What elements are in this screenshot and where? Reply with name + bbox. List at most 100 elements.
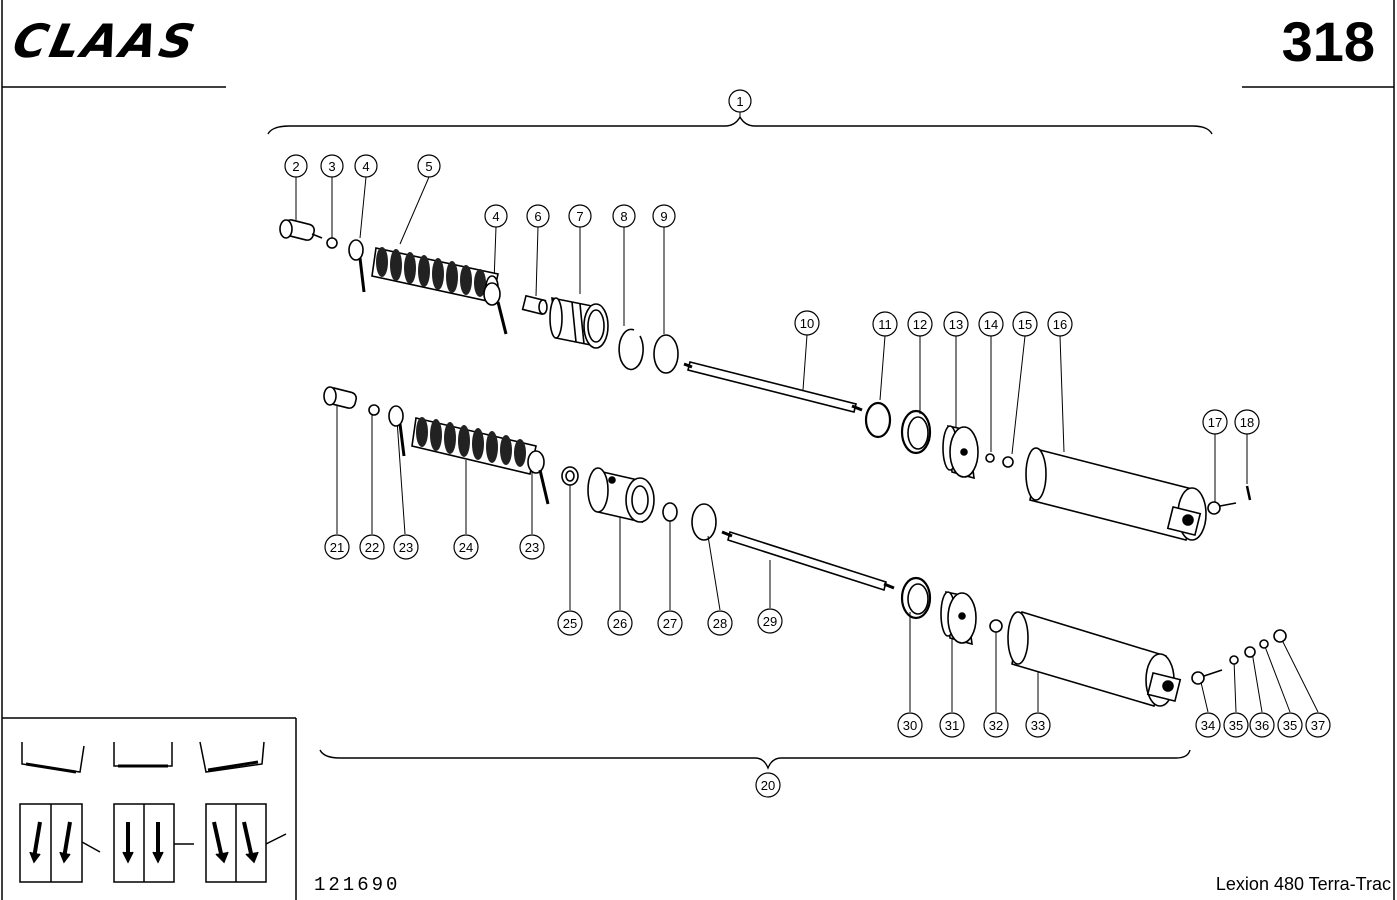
callout-28: 28 [707, 610, 733, 636]
top-assembly-parts [279, 219, 1252, 541]
callout-37: 37 [1305, 712, 1331, 738]
callout-25: 25 [557, 610, 583, 636]
svg-text:5: 5 [425, 159, 432, 174]
part-piston [940, 591, 977, 646]
callout-17: 17 [1202, 409, 1228, 435]
callout-8: 8 [612, 204, 636, 228]
orientation-legend [19, 741, 287, 883]
svg-text:18: 18 [1240, 415, 1254, 430]
model-name: Lexion 480 Terra-Trac [1215, 874, 1391, 894]
part-clip [483, 282, 508, 335]
callout-3: 3 [320, 154, 344, 178]
svg-text:30: 30 [903, 718, 917, 733]
callout-33: 33 [1025, 712, 1051, 738]
callout-31: 31 [939, 712, 965, 738]
part-washer [985, 453, 995, 463]
svg-text:17: 17 [1208, 415, 1222, 430]
svg-text:36: 36 [1255, 718, 1269, 733]
drawing-number: 121690 [314, 874, 401, 896]
svg-text:7: 7 [576, 209, 583, 224]
part-nut [989, 619, 1003, 633]
svg-text:6: 6 [534, 209, 541, 224]
callout-5: 5 [417, 154, 441, 178]
svg-text:14: 14 [984, 317, 998, 332]
svg-text:11: 11 [878, 317, 892, 332]
svg-text:9: 9 [660, 209, 667, 224]
part-nut [1273, 629, 1287, 643]
part-bolt [1191, 669, 1223, 685]
callout-12: 12 [907, 311, 933, 337]
legend-view-3 [199, 741, 287, 883]
svg-text:21: 21 [330, 540, 344, 555]
part-piston-rod [683, 361, 863, 413]
callout-10: 10 [794, 310, 820, 336]
callout-4: 4 [354, 154, 378, 178]
callout-2: 2 [284, 154, 308, 178]
legend-view-1 [19, 742, 101, 883]
callout-22: 22 [359, 534, 385, 560]
part-guide-nut [549, 297, 609, 349]
callout-21: 21 [324, 534, 350, 560]
callout-1: 1 [728, 89, 752, 113]
assembly-bracket-top [267, 115, 1213, 135]
part-cylinder-tube [1007, 610, 1182, 708]
svg-text:28: 28 [713, 616, 727, 631]
callout-16: 16 [1047, 311, 1073, 337]
svg-text:16: 16 [1053, 317, 1067, 332]
part-seal [900, 576, 932, 620]
part-piston-rod [721, 530, 895, 592]
assembly-bracket-bottom [319, 749, 1191, 770]
part-washer [326, 237, 338, 249]
svg-text:37: 37 [1311, 718, 1325, 733]
svg-text:33: 33 [1031, 718, 1045, 733]
part-guide-nut [587, 467, 655, 524]
part-clip [388, 405, 406, 457]
bottom-assembly-parts [323, 386, 1287, 708]
part-bushing [561, 466, 579, 486]
part-o-ring [691, 503, 717, 541]
part-bushing [521, 294, 548, 316]
callout-7: 7 [568, 204, 592, 228]
callout-11: 11 [872, 311, 898, 337]
callout-18: 18 [1234, 409, 1260, 435]
part-washer [1229, 655, 1239, 665]
callout-13: 13 [943, 311, 969, 337]
svg-text:23: 23 [399, 540, 413, 555]
callouts-bottom: 20 21 22 23 24 23 25 26 27 28 29 30 31 3… [324, 534, 1331, 798]
part-nut [1002, 456, 1014, 468]
callout-26: 26 [607, 610, 633, 636]
callout-4b: 4 [484, 204, 508, 228]
callouts-top: 1 2 3 4 5 4 6 7 8 9 10 11 12 13 14 15 16… [284, 89, 1260, 435]
part-washer [1259, 639, 1269, 649]
callout-27: 27 [657, 610, 683, 636]
callout-9: 9 [652, 204, 676, 228]
callout-30: 30 [897, 712, 923, 738]
svg-text:1: 1 [736, 94, 743, 109]
part-split-pin [1245, 485, 1252, 501]
svg-text:3: 3 [328, 159, 335, 174]
callout-32: 32 [983, 712, 1009, 738]
callout-15: 15 [1012, 311, 1038, 337]
part-washer [368, 404, 380, 416]
svg-text:35: 35 [1229, 718, 1243, 733]
part-seal [900, 409, 932, 455]
svg-text:4: 4 [492, 209, 499, 224]
part-clip [527, 450, 550, 505]
svg-text:10: 10 [800, 316, 814, 331]
svg-text:27: 27 [663, 616, 677, 631]
leader-lines [295, 112, 1319, 713]
svg-text:23: 23 [525, 540, 539, 555]
part-bushing [662, 502, 678, 522]
part-o-ring [653, 334, 679, 374]
callout-23: 23 [393, 534, 419, 560]
callout-29: 29 [757, 608, 783, 634]
part-bellows [371, 247, 499, 303]
legend-view-2 [113, 742, 194, 883]
callout-6: 6 [526, 204, 550, 228]
svg-text:8: 8 [620, 209, 627, 224]
part-bellows [411, 417, 537, 475]
svg-text:31: 31 [945, 718, 959, 733]
callout-34: 34 [1195, 712, 1221, 738]
callout-20: 20 [755, 772, 781, 798]
